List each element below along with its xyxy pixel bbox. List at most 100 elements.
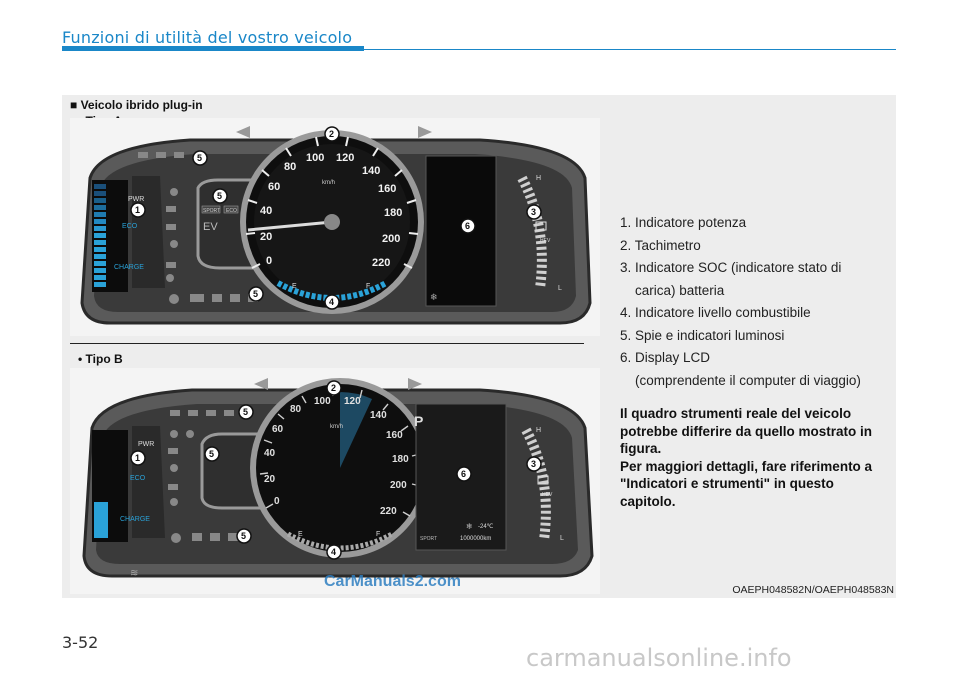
outside-temperature: -24℃ [478, 524, 494, 530]
right-turn-signal-icon-b [408, 378, 422, 390]
callout-b-3: 3 [531, 459, 536, 469]
pwr-label-b: PWR [138, 441, 154, 448]
callout-5c: 5 [253, 289, 258, 299]
page-number: 3-52 [62, 633, 99, 652]
callout-b-6: 6 [461, 469, 466, 479]
speed-tick-b-120: 120 [344, 396, 361, 407]
soc-gauge [517, 175, 547, 289]
pwr-label: PWR [128, 196, 144, 203]
header-rule-thin [364, 49, 896, 50]
fuel-full-label-b: F [376, 531, 380, 538]
soc-gauge-b [521, 427, 551, 541]
lcd-display [425, 155, 497, 307]
speed-tick-140: 140 [362, 165, 380, 177]
speed-tick-b-40: 40 [264, 448, 276, 459]
sport-mode-indicator-b: SPORT [420, 536, 437, 542]
gear-indicator: P [414, 413, 423, 429]
speed-tick-b-220: 220 [380, 506, 397, 517]
soc-high-label-b: H [536, 427, 541, 434]
fuel-empty-label: E [292, 283, 297, 290]
callout-3: 3 [531, 207, 536, 217]
odometer: 1000000km [460, 536, 491, 542]
speed-unit: km/h [322, 180, 335, 186]
speed-tick-0: 0 [266, 255, 272, 267]
legend-item-6: 6. Display LCD [620, 350, 711, 365]
speed-tick-160: 160 [378, 183, 396, 195]
soc-hev-label: HEV [540, 238, 551, 244]
battery-icon-b [537, 475, 549, 485]
image-code: OAEPH048582N/OAEPH048583N [732, 584, 894, 596]
speed-tick-b-100: 100 [314, 396, 331, 407]
speed-tick-40: 40 [260, 205, 272, 217]
legend-item-6-continued: (comprendente il computer di viaggio) [635, 372, 861, 388]
callout-4: 4 [329, 297, 334, 307]
speed-tick-120: 120 [336, 152, 354, 164]
snowflake-icon-b: ❄ [466, 522, 473, 531]
soc-low-label: L [558, 285, 562, 292]
speed-tick-180: 180 [384, 207, 402, 219]
charge-label: CHARGE [114, 264, 144, 271]
callout-6: 6 [465, 221, 470, 231]
eco-label: ECO [122, 223, 138, 230]
speed-unit-b: km/h [330, 424, 343, 430]
legend-item-3: 3. Indicatore SOC (indicatore stato di [620, 260, 842, 275]
callout-5a: 5 [197, 153, 202, 163]
speed-tick-b-0: 0 [274, 496, 280, 507]
warning-lights-left-b [168, 410, 238, 543]
left-turn-signal-icon-b [254, 378, 268, 390]
left-turn-signal-icon [236, 126, 250, 138]
speed-tick-b-160: 160 [386, 430, 403, 441]
battery-icon [535, 221, 547, 231]
fuel-empty-label-b: E [298, 531, 303, 538]
callout-b-2: 2 [331, 383, 336, 393]
watermark-carmanuals2: CarManuals2.com [324, 573, 461, 590]
disclaimer-line-2: Per maggiori dettagli, fare riferimento … [620, 458, 873, 509]
callout-b-5c: 5 [241, 531, 246, 541]
soc-hev-label-b: HEV [542, 492, 553, 498]
callout-1: 1 [135, 205, 140, 215]
speed-tick-220: 220 [372, 257, 390, 269]
snowflake-icon: ❄ [430, 293, 438, 303]
type-b-label: • Tipo B [78, 352, 123, 366]
callout-b-1: 1 [135, 453, 140, 463]
legend-item-2: 2. Tachimetro [620, 237, 701, 253]
speed-tick-20: 20 [260, 231, 272, 243]
cluster-illustration-type-a: PWR ECO CHARGE EV SPORT ECO 0 20 40 60 [70, 118, 600, 336]
speed-tick-100: 100 [306, 152, 324, 164]
callout-b-5b: 5 [209, 449, 214, 459]
figure-legend: 1. Indicatore potenza 2. Tachimetro 3. I… [620, 212, 890, 392]
fuel-full-label: F [366, 283, 370, 290]
charge-label-b: CHARGE [120, 516, 150, 523]
callout-2: 2 [329, 129, 334, 139]
speed-tick-b-140: 140 [370, 410, 387, 421]
cluster-illustration-type-b: PWR ECO CHARGE 0 20 40 60 80 100 120 140… [70, 368, 600, 594]
speed-tick-200: 200 [382, 233, 400, 245]
callout-b-5a: 5 [243, 407, 248, 417]
callout-b-4: 4 [331, 547, 336, 557]
header-rule-thick [62, 46, 364, 51]
disclaimer-line-1: Il quadro strumenti reale del veicolo po… [620, 406, 873, 456]
right-turn-signal-icon [418, 126, 432, 138]
speed-tick-b-180: 180 [392, 454, 409, 465]
speed-tick-60: 60 [268, 181, 280, 193]
section-title: Funzioni di utilità del vostro veicolo [62, 28, 353, 47]
legend-item-5: 5. Spie e indicatori luminosi [620, 327, 785, 343]
speedometer-b [250, 378, 430, 558]
legend-item-4: 4. Indicatore livello combustibile [620, 305, 811, 320]
ev-indicator: EV [203, 221, 218, 233]
soc-low-label-b: L [560, 535, 564, 542]
disclaimer-note: Il quadro strumenti reale del veicolo po… [620, 405, 890, 510]
speed-tick-b-200: 200 [390, 480, 407, 491]
eco-label-b: ECO [130, 475, 146, 482]
speed-tick-b-60: 60 [272, 424, 284, 435]
footer-watermark: carmanualsonline.info [526, 644, 792, 672]
soc-high-label: H [536, 175, 541, 182]
eco-mode-indicator: ECO [226, 208, 237, 214]
speed-tick-80: 80 [284, 161, 296, 173]
speedometer [240, 130, 424, 314]
figure-main-caption: ■ Veicolo ibrido plug-in [70, 98, 203, 112]
power-gauge-bars [94, 184, 106, 287]
figure-divider [70, 343, 584, 344]
legend-item-1: 1. Indicatore potenza [620, 215, 747, 230]
defrost-icon: ≋ [130, 568, 138, 579]
